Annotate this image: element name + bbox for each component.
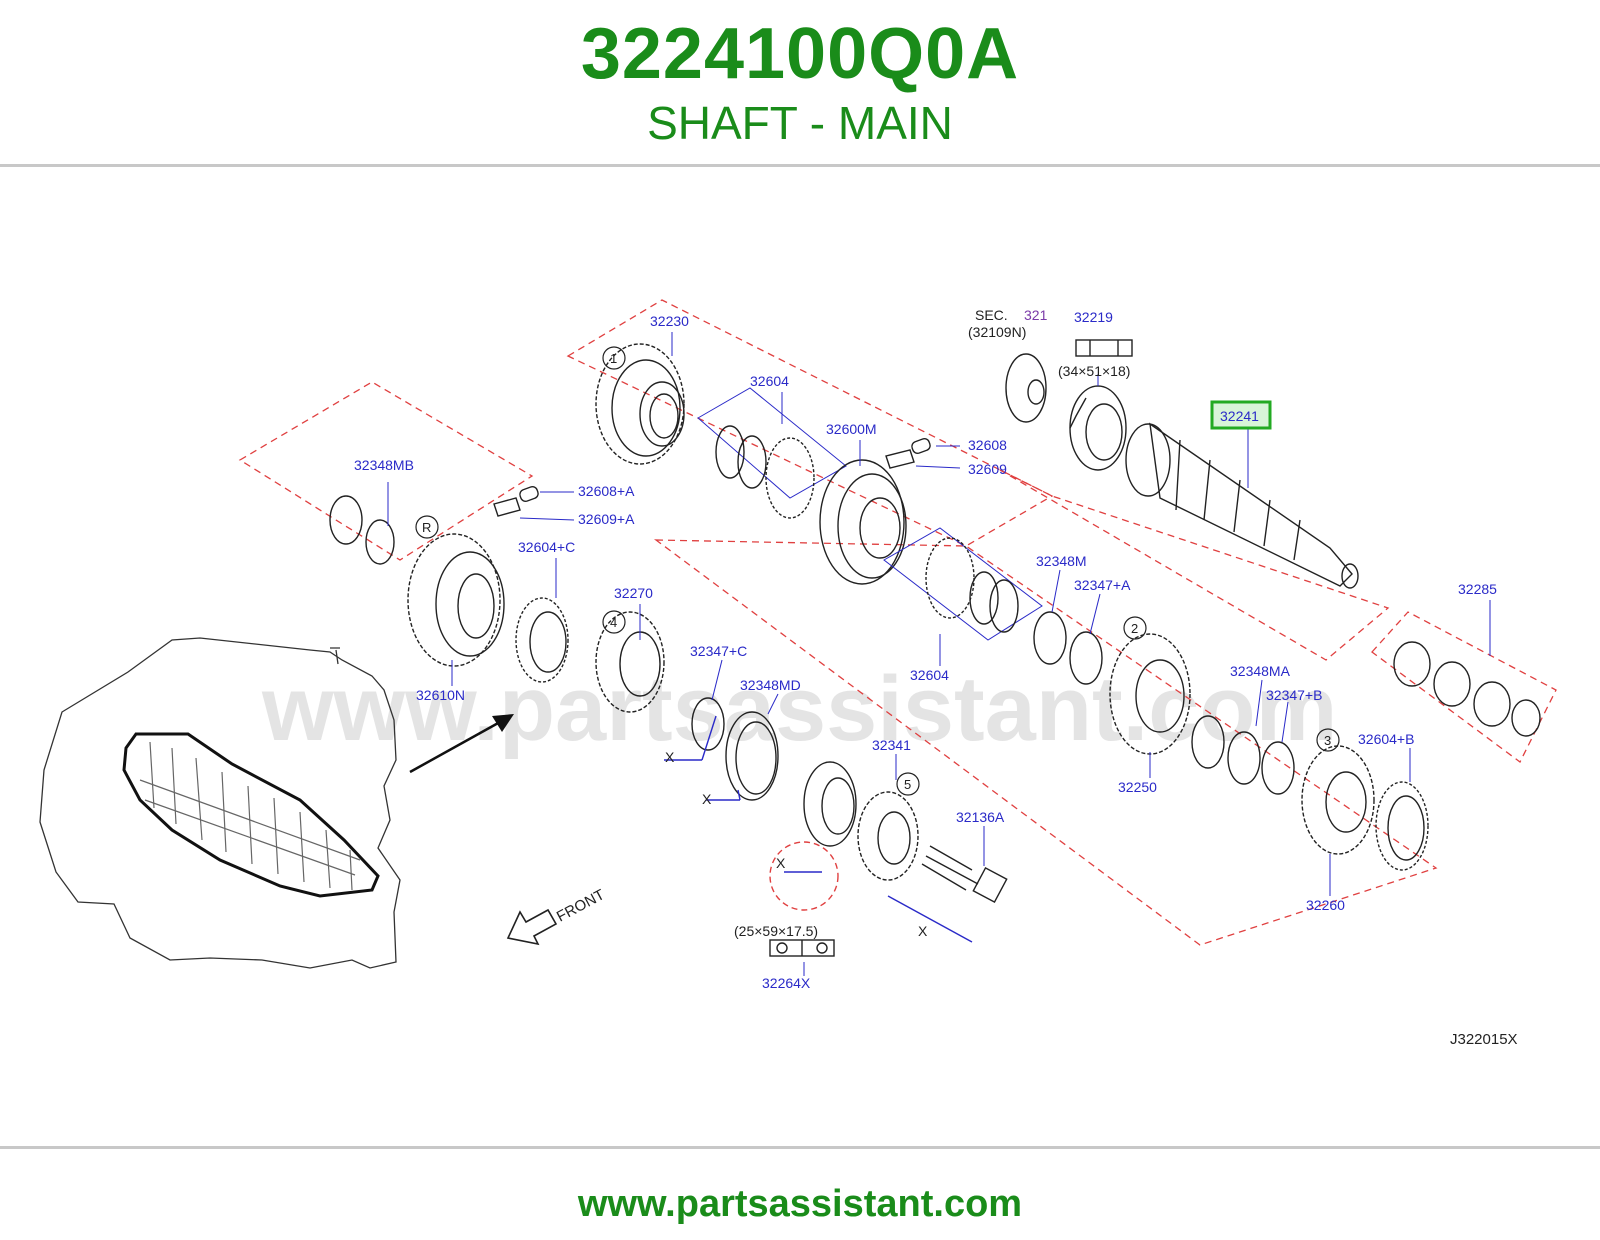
part-label-32609[interactable]: 32609 [968, 461, 1007, 477]
part-label-32348md[interactable]: 32348MD [740, 677, 801, 693]
part-32347c-ring [691, 697, 725, 751]
part-label-32604-lower[interactable]: 32604 [910, 667, 949, 683]
callout-2: 2 [1131, 621, 1138, 636]
part-name-subtitle: SHAFT - MAIN [647, 97, 953, 149]
direction-arrow [409, 714, 514, 774]
part-32230-gear [595, 343, 685, 465]
callout-3: 3 [1324, 733, 1331, 748]
bearing-size-bottom: (25×59×17.5) [734, 923, 818, 939]
part-32604b-sync-ring [1375, 781, 1429, 871]
part-label-32241[interactable]: 32241 [1220, 408, 1259, 424]
part-32610n-gear [407, 533, 505, 667]
callout-4: 4 [610, 615, 617, 630]
part-label-32230[interactable]: 32230 [650, 313, 689, 329]
part-32608a-32609a-keys [493, 485, 539, 517]
part-32348m-ring [1033, 611, 1067, 665]
leader-lines [387, 332, 1491, 976]
part-32136a-bolt [921, 845, 1008, 904]
transmission-housing [39, 637, 401, 969]
dim-x-2: X [702, 791, 712, 807]
footer-divider [0, 1146, 1600, 1149]
part-32219-bearing [1069, 385, 1127, 471]
group-outline-left [238, 381, 534, 561]
part-gear-5 [857, 791, 919, 881]
part-32241-main-shaft [1125, 422, 1359, 589]
part-label-32608[interactable]: 32608 [968, 437, 1007, 453]
callout-circles [415, 346, 1340, 796]
callout-1: 1 [610, 351, 617, 366]
callout-5: 5 [904, 777, 911, 792]
part-label-32604b[interactable]: 32604+B [1358, 731, 1414, 747]
housing-tab [330, 647, 340, 665]
housing-outline [39, 637, 401, 969]
part-label-32347c[interactable]: 32347+C [690, 643, 747, 659]
part-32348mb-washers [329, 495, 395, 565]
part-32348md-ring [725, 711, 779, 801]
part-label-32604c[interactable]: 32604+C [518, 539, 575, 555]
part-label-32347b[interactable]: 32347+B [1266, 687, 1322, 703]
part-label-32600m[interactable]: 32600M [826, 421, 877, 437]
part-label-32609a[interactable]: 32609+A [578, 511, 635, 527]
front-label: FRONT [554, 886, 608, 925]
part-label-32250[interactable]: 32250 [1118, 779, 1157, 795]
part-label-32219[interactable]: 32219 [1074, 309, 1113, 325]
part-sec321-cone [1005, 353, 1047, 423]
part-label-32136a[interactable]: 32136A [956, 809, 1005, 825]
part-label-32348mb[interactable]: 32348MB [354, 457, 414, 473]
part-32604-sync-upper [697, 387, 847, 519]
diagram-code: J322015X [1450, 1031, 1518, 1048]
watermark-text: www.partsassistant.com [261, 658, 1337, 760]
part-label-32260[interactable]: 32260 [1306, 897, 1345, 913]
shaft-assembly-thumbnail [122, 732, 380, 898]
bearing-size-box-top [1075, 339, 1133, 357]
part-number-title: 3224100Q0A [580, 14, 1020, 94]
sec-sub-label: (32109N) [968, 324, 1026, 340]
part-label-32347a[interactable]: 32347+A [1074, 577, 1131, 593]
dimension-marks [664, 715, 973, 943]
part-32604c-sync-ring [515, 597, 569, 683]
part-32347b-ring [1227, 731, 1295, 795]
highlight-box-32241 [1210, 400, 1272, 430]
part-32285-snap-rings [1393, 641, 1541, 737]
part-label-32348m[interactable]: 32348M [1036, 553, 1087, 569]
front-indicator: FRONT [506, 886, 608, 946]
part-label-32341[interactable]: 32341 [872, 737, 911, 753]
part-32348ma-ring [1191, 715, 1225, 769]
part-32260-gear [1301, 745, 1375, 855]
footer-url-link[interactable]: www.partsassistant.com [577, 1183, 1023, 1225]
part-label-32348ma[interactable]: 32348MA [1230, 663, 1291, 679]
part-label-32608a[interactable]: 32608+A [578, 483, 635, 499]
part-label-32264x[interactable]: 32264X [762, 975, 811, 991]
dim-x-4: X [918, 923, 928, 939]
dim-x-3: X [776, 855, 786, 871]
part-32347a-ring [1069, 631, 1103, 685]
part-label-32270[interactable]: 32270 [614, 585, 653, 601]
part-label-32285[interactable]: 32285 [1458, 581, 1497, 597]
group-outline-upper [566, 299, 1054, 547]
sec-label: SEC. [975, 307, 1008, 323]
exploded-parts-diagram: www.partsassistant.com FRONT [39, 299, 1557, 1048]
part-32600m-sleeve [819, 459, 907, 585]
header-divider [0, 164, 1600, 167]
page-header: 3224100Q0A SHAFT - MAIN [0, 0, 1600, 168]
part-label-32610n[interactable]: 32610N [416, 687, 465, 703]
part-label-32604-upper[interactable]: 32604 [750, 373, 789, 389]
callout-r: R [422, 520, 431, 535]
group-outline-shaft [999, 469, 1390, 661]
part-32264x-detail [769, 841, 839, 957]
part-32341-bearing [803, 761, 857, 847]
group-outline-snap-rings [1371, 611, 1557, 763]
bearing-size-top: (34×51×18) [1058, 363, 1130, 379]
part-32608-32609-keys [885, 437, 931, 469]
part-32604-sync-lower [883, 527, 1043, 641]
sec-number-link[interactable]: 321 [1024, 307, 1048, 323]
dim-x-1: X [665, 749, 675, 765]
